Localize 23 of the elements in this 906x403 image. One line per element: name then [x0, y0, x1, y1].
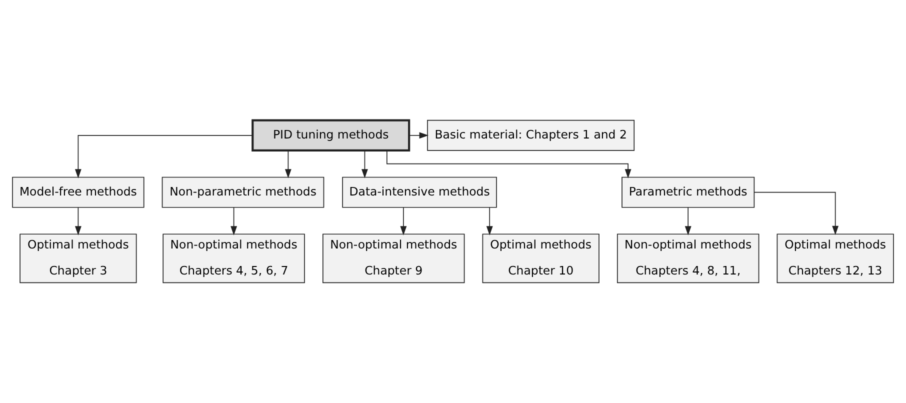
- arrow: [408, 132, 429, 139]
- arrow: [74, 207, 82, 236]
- arrow: [486, 207, 493, 236]
- node-box: Data-intensive methods: [342, 176, 497, 208]
- arrow: [284, 150, 292, 178]
- arrow: [386, 150, 632, 178]
- node-box: Parametric methods: [622, 176, 755, 208]
- node-box: Optimal methods Chapter 3: [20, 234, 137, 284]
- arrow: [754, 192, 839, 236]
- node-box: Non-optimal methods Chapters 4, 8, 11,: [616, 234, 760, 284]
- arrow: [684, 207, 692, 236]
- node-box: Non-optimal methods Chapter 9: [322, 234, 465, 284]
- node-box: Optimal methods Chapters 12, 13: [776, 234, 894, 284]
- arrow: [230, 207, 238, 236]
- node-box: Non-optimal methods Chapters 4, 5, 6, 7: [162, 234, 305, 284]
- arrow: [74, 134, 253, 178]
- arrow: [362, 150, 368, 178]
- node-box: PID tuning methods: [252, 119, 410, 152]
- node-box: Non-parametric methods: [162, 176, 324, 208]
- arrow: [400, 207, 407, 236]
- node-box: Model-free methods: [12, 176, 144, 208]
- node-box: Optimal methods Chapter 10: [482, 234, 600, 284]
- node-box: Basic material: Chapters 1 and 2: [427, 120, 635, 151]
